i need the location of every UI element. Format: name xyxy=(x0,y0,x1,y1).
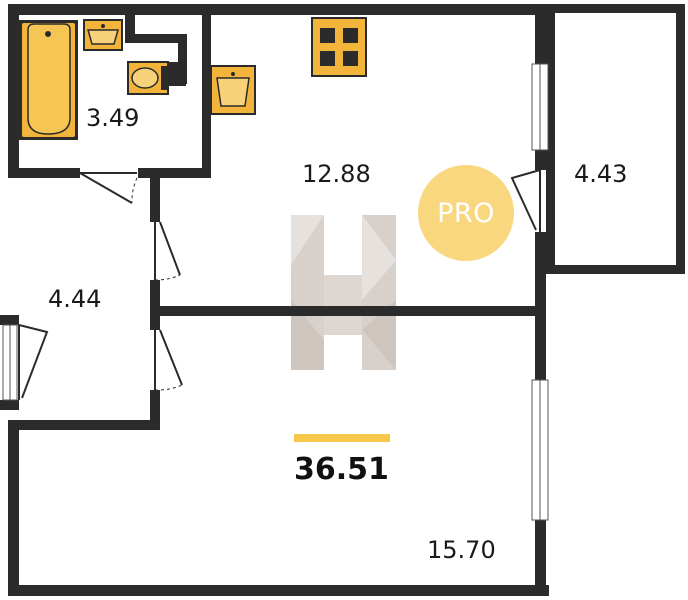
sink-icon xyxy=(83,19,123,51)
watermark-logo-icon xyxy=(291,215,396,370)
hallway-area: 4.44 xyxy=(48,285,102,313)
plumbing-shaft xyxy=(125,14,187,86)
washbasin-icon xyxy=(210,65,256,115)
windows xyxy=(2,63,549,521)
pro-badge: PRO xyxy=(418,165,514,261)
door-entrance xyxy=(18,324,49,400)
stove-icon xyxy=(311,17,367,77)
door-bathroom xyxy=(79,172,137,204)
door-living xyxy=(154,329,183,390)
pro-badge-label: PRO xyxy=(437,197,495,229)
bathroom-area: 3.49 xyxy=(86,104,140,132)
balcony-area: 4.43 xyxy=(574,160,628,188)
total-area: 36.51 xyxy=(294,452,389,487)
balcony-walls xyxy=(546,4,685,274)
doors xyxy=(18,169,541,400)
total-area-bar xyxy=(294,434,390,442)
door-balcony xyxy=(510,169,541,232)
living-room-area: 15.70 xyxy=(427,536,496,564)
bathtub-icon xyxy=(19,20,78,140)
toilet-icon xyxy=(127,61,169,95)
interior-walls xyxy=(0,4,542,430)
door-kitchen xyxy=(154,221,181,280)
kitchen-area: 12.88 xyxy=(302,160,371,188)
